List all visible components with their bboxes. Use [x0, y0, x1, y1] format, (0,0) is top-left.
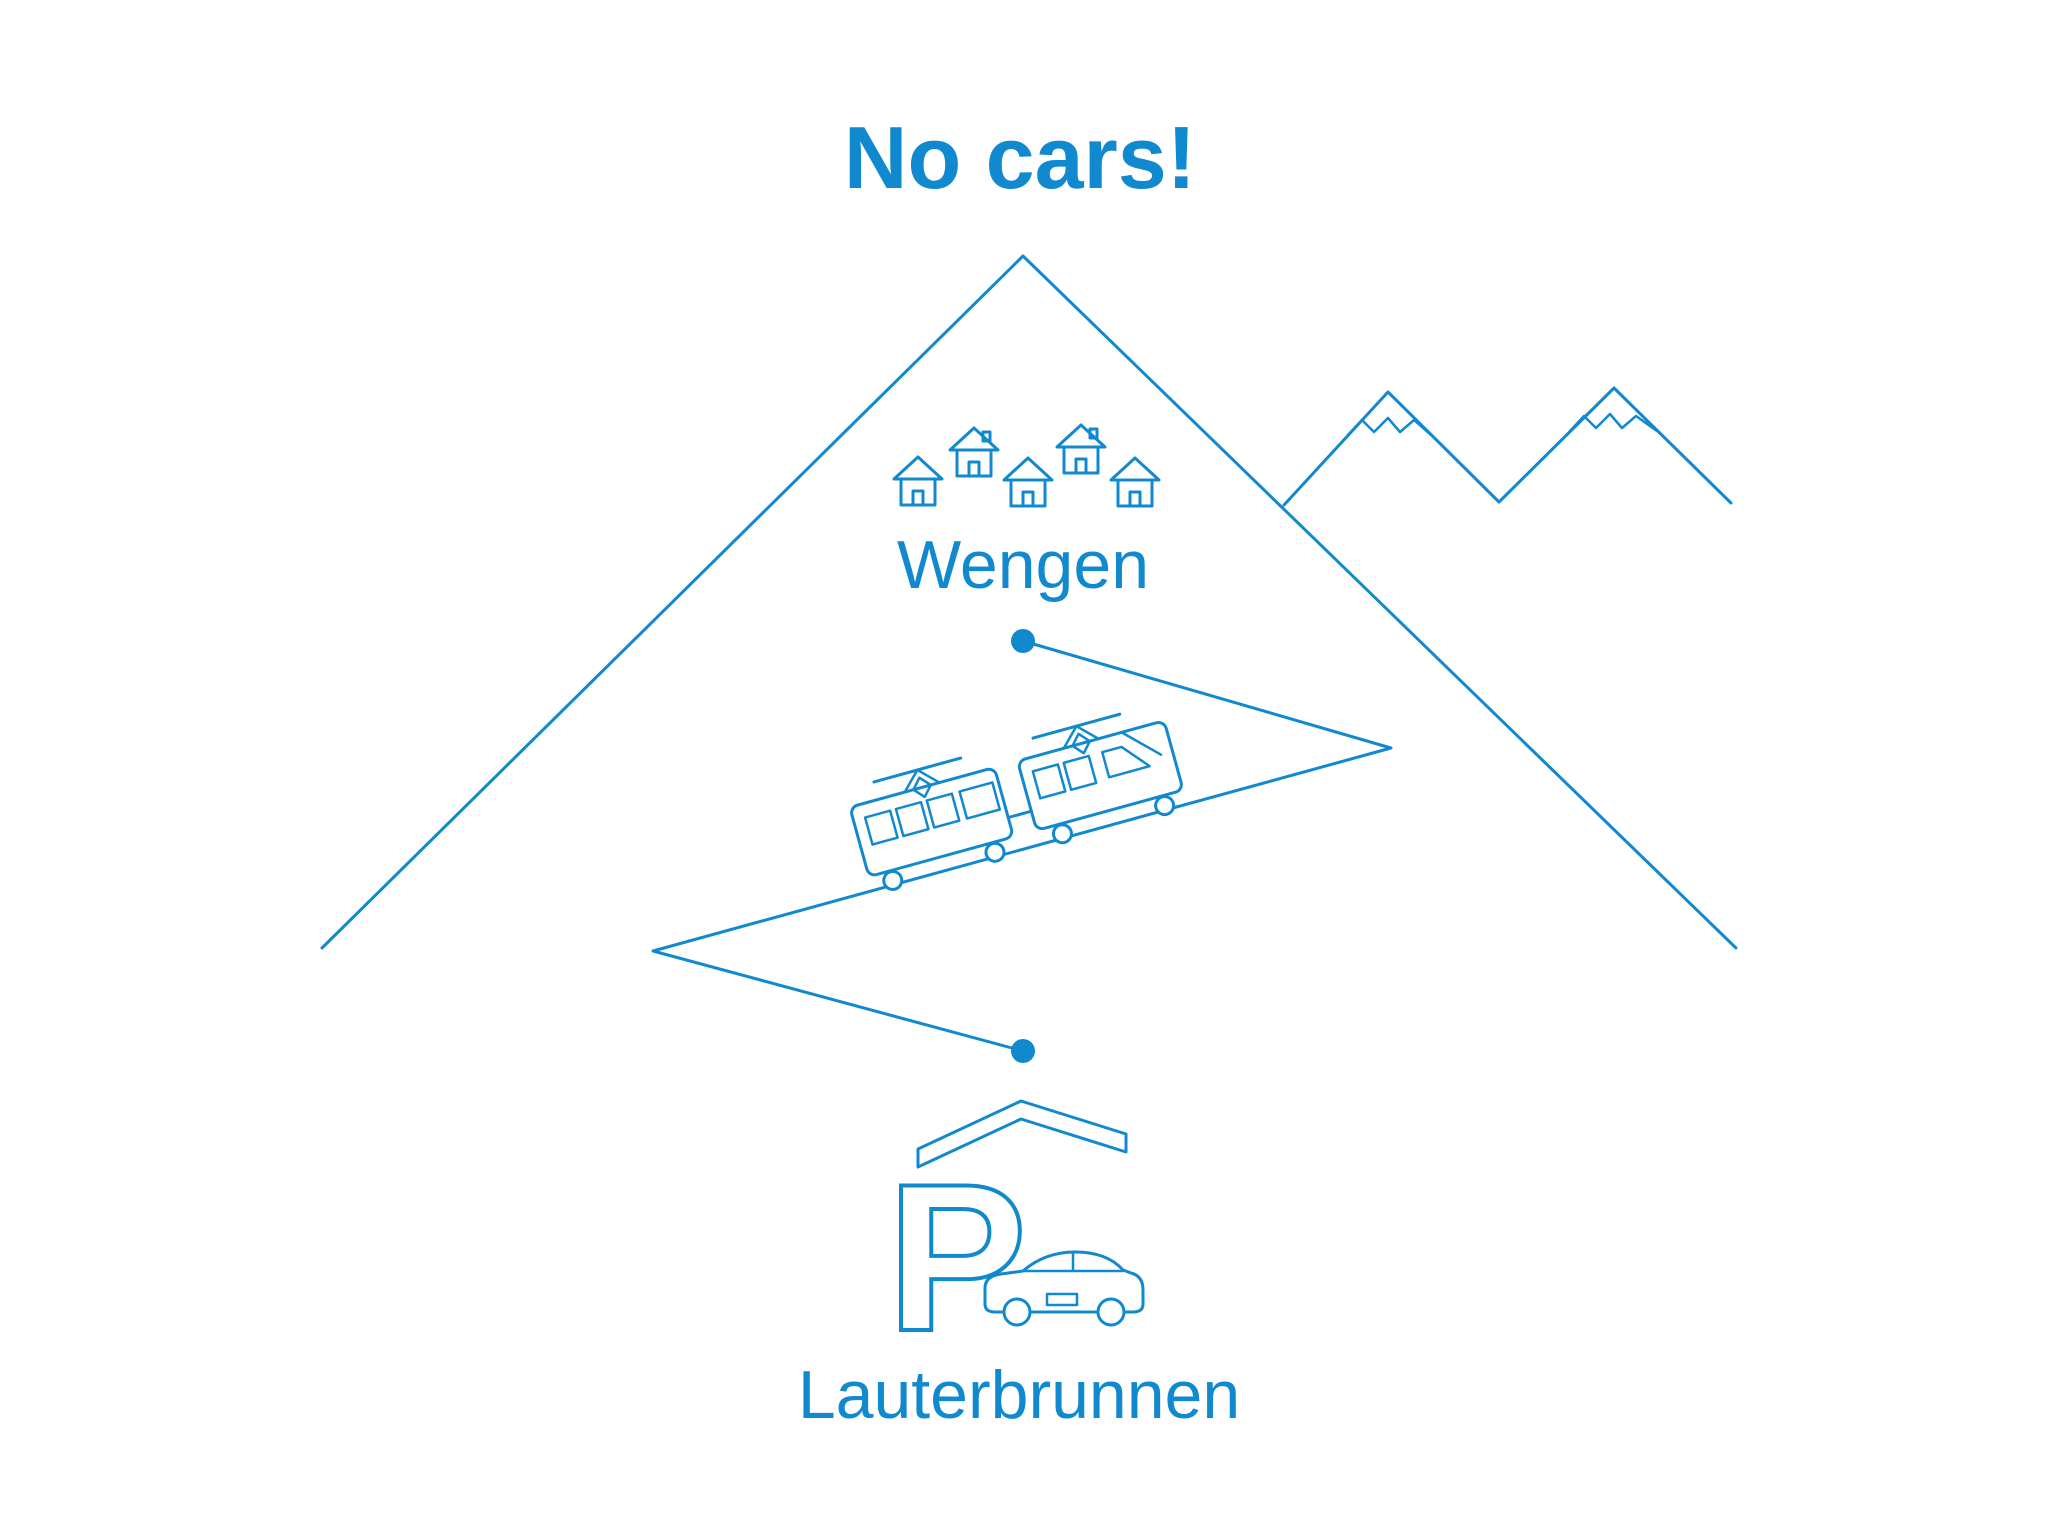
- village-houses: [892, 423, 1161, 508]
- snow-cap-right: [1568, 412, 1659, 433]
- train-rear-car: [850, 756, 1014, 891]
- house-icon: [892, 455, 944, 507]
- snow-capped-peaks-icon: [1282, 386, 1733, 507]
- parking-letter: P: [887, 1140, 1027, 1375]
- wengen-label: Wengen: [897, 527, 1149, 603]
- house-icon: [1002, 456, 1054, 508]
- snow-cap-left: [1346, 416, 1433, 437]
- wengen-station-dot: [1011, 629, 1035, 653]
- train-front-car: [1017, 712, 1183, 845]
- parking-garage-icon: P: [885, 1099, 1145, 1377]
- mountain-outline: [320, 254, 1738, 950]
- house-icon: [1109, 456, 1161, 508]
- peaks-outline: [1282, 386, 1733, 507]
- lauterbrunnen-station-dot: [1011, 1039, 1035, 1063]
- house-icon: [948, 426, 1000, 478]
- mountain-railway-train-icon: [850, 712, 1183, 891]
- garage-roof: [916, 1099, 1128, 1169]
- train-coupling: [1006, 809, 1033, 820]
- railway-zigzag-line: [651, 639, 1393, 1053]
- page-title: No cars!: [844, 108, 1196, 207]
- car-icon: [983, 1250, 1145, 1327]
- house-icon: [1055, 423, 1107, 475]
- lauterbrunnen-label: Lauterbrunnen: [798, 1357, 1240, 1433]
